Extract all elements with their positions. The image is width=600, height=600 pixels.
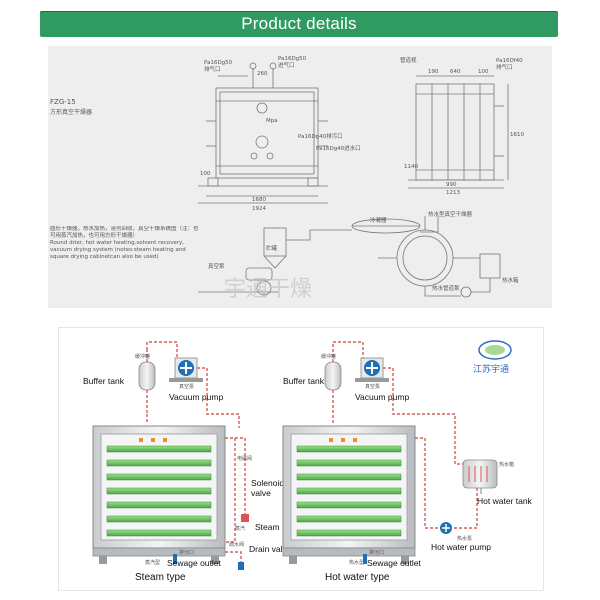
vacuum-pump-label-left: Vacuum pump [169,392,223,402]
steam-cn: 蒸汽 [235,525,245,532]
vacuum-pump-cn-right: 真空泵 [365,383,380,390]
mpa-label: Mpa [266,118,278,124]
sewage-cn-right: 排污口 [369,549,384,556]
description-en: Round drier, hot water heating,solvent r… [50,240,186,260]
company-logo: 江苏宇通 [473,340,512,375]
condenser-label: 冷凝器 [370,216,387,224]
buffer-tank-left [138,361,156,391]
pa16dg40-b-label: Pa16Dg40进水口 [316,144,361,152]
receiver-label: 贮罐 [266,244,278,252]
buffer-tank-cn-left: 缓冲罐 [135,353,150,360]
dim-640: 640 [450,69,461,75]
drain-valve-label: Drain valve [249,544,292,554]
hot-water-dryer-label: 热水型真空干燥器 [428,210,473,218]
drain-cn: 疏水阀 [229,541,244,548]
solenoid-valve [241,514,249,522]
buffer-tank-label-left: Buffer tank [83,376,125,386]
side-cabinet [415,83,495,181]
engineering-drawing: FZG-15 方形真空干燥器 Pa16Dg50 排气口 Pa16Dg50 进气口… [50,56,524,302]
hot-water-pump-label: Hot water pump [431,542,491,552]
header-banner: Product details [40,11,558,37]
pa16dg40-a-label: Pa16Dg40排污口 [298,132,343,140]
right-note-1: Pa16Df40 [496,58,523,64]
sewage-label-left: Sewage outlet [167,558,222,568]
system-diagram: 江苏宇通 [83,340,533,583]
steam-type-caption: Steam type [135,572,186,583]
dim-190: 190 [428,69,439,75]
note-0: Pa16Dg50 [204,60,233,66]
front-cabinet [215,87,319,179]
right-note-2: 排气口 [496,63,513,71]
vacuum-pump-cn-left: 真空泵 [179,383,194,390]
dim-100: 100 [200,171,211,177]
hot-water-pump-cn: 热水泵 [457,535,472,542]
dim-990: 990 [446,182,457,188]
buffer-tank-right [324,361,342,391]
round-dryer [396,229,454,287]
dim-1924: 1924 [252,206,266,212]
dim-260: 260 [257,71,268,77]
steam-type-system: Buffer tank 缓冲罐 真空泵 Vacuum pump 电磁阀 Sole… [83,341,292,583]
note-3: 进气口 [278,61,295,69]
hot-water-type-system: Buffer tank 缓冲罐 真空泵 Vacuum pump 热水箱 Hot … [282,341,533,583]
pump2-label: 热水管道泵 [432,284,460,292]
vacuum-pump-cn-label: 真空泵 [208,262,225,270]
tank-label: 热水箱 [502,276,519,284]
system-diagram-panel: 江苏宇通 [58,327,544,591]
buffer-tank-label-right: Buffer tank [283,376,325,386]
hot-water-tank-cn: 热水箱 [499,461,514,468]
buffer-tank-cn-right: 缓冲罐 [321,353,336,360]
sewage-cn-left: 排污口 [179,549,194,556]
vacuum-pump-label-right: Vacuum pump [355,392,409,402]
description-cn: 圆形干燥器，热水加热，溶剂回收，真空干燥系统图（注：也可用蒸汽加热，也可用方形干… [50,226,199,239]
hot-water-tank [462,459,498,489]
dim-1610: 1610 [510,132,524,138]
model-label: FZG-15 [50,98,76,106]
note-2: Pa16Dg50 [278,56,307,62]
hot-water-tank-label: Hot water tank [477,496,533,506]
sewage-label-right: Sewage outlet [367,558,422,568]
hot-water-type-caption: Hot water type [325,572,390,583]
note-1: 排气口 [204,65,221,73]
model-cn-label: 方形真空干燥器 [50,108,92,116]
hw-type-cn: 热水型 [349,559,364,566]
right-note-0: 管道视 [400,56,417,64]
drain-valve [238,562,244,570]
engineering-drawing-panel: FZG-15 方形真空干燥器 Pa16Dg50 排气口 Pa16Dg50 进气口… [48,46,552,308]
dim-1213: 1213 [446,190,460,196]
dim-1140: 1140 [404,164,418,170]
watermark: 宇通干燥 [224,277,312,302]
dim-1680: 1680 [252,197,266,203]
solenoid-label: Solenoid valve [251,478,285,498]
steam-label: Steam [255,522,280,532]
solenoid-cn: 电磁阀 [237,455,252,462]
dim-100b: 100 [478,69,489,75]
logo-text: 江苏宇通 [473,363,509,375]
steam-type-cn: 蒸汽型 [145,559,160,566]
page-title: Product details [241,14,357,33]
